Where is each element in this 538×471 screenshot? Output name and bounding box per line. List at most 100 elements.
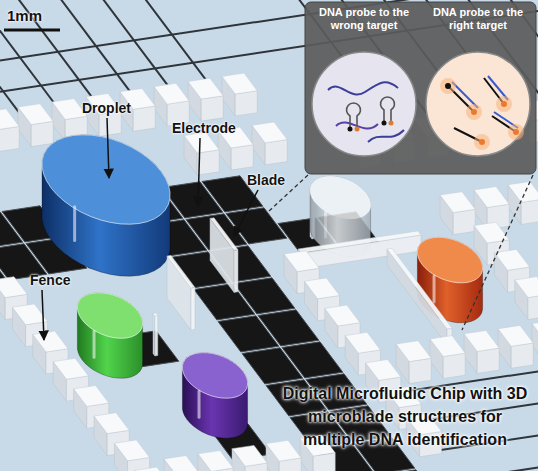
fence-block [508, 182, 538, 225]
fence-block [18, 104, 53, 147]
block-face [231, 145, 253, 170]
block-face [284, 251, 319, 272]
zoom-line [462, 175, 533, 330]
droplet-body [182, 353, 247, 439]
block-face [387, 249, 447, 345]
block-face [345, 332, 380, 353]
block-face [0, 126, 19, 151]
dna-strand [328, 82, 398, 94]
block-face [153, 314, 155, 356]
block-face [53, 358, 88, 379]
block-face [477, 348, 499, 373]
circle-outline [310, 50, 418, 158]
block-face [443, 353, 465, 378]
block-face [164, 456, 199, 471]
block-face [135, 467, 170, 471]
droplet [182, 353, 247, 439]
fence-block [114, 440, 149, 471]
circle-shape [426, 52, 530, 156]
block-face [235, 91, 257, 116]
block-face [304, 278, 339, 299]
leader-line [234, 190, 258, 236]
inset-panel [305, 2, 536, 174]
block-face [511, 343, 533, 368]
dna-strand [368, 130, 404, 142]
droplet-highlight [198, 391, 201, 417]
fence-block [430, 336, 465, 379]
block-face [133, 106, 155, 131]
leader-line [198, 138, 200, 206]
block-face [387, 248, 452, 329]
block-face [266, 440, 301, 461]
fence-block [515, 277, 538, 320]
block-face [167, 255, 195, 288]
fence-block [198, 451, 233, 471]
fluorescence-glow [466, 104, 482, 120]
fence-block [222, 73, 257, 116]
fence-block [135, 467, 170, 471]
wire [0, 0, 97, 104]
fluorophore-dot [355, 127, 360, 132]
droplet-top [310, 176, 370, 218]
droplet-highlight [93, 331, 96, 357]
figure-caption: Digital Microfluidic Chip with 3D microb… [278, 382, 532, 451]
electrode-pad [378, 470, 439, 471]
wire [0, 0, 59, 110]
block-face [515, 277, 538, 298]
microblade [167, 255, 195, 330]
block-face [325, 305, 360, 326]
block-face [409, 358, 431, 383]
probe-circle: DNA probe to the wrong target [310, 6, 418, 158]
fence-block [498, 325, 533, 368]
block-face [252, 122, 287, 143]
block-face [494, 249, 529, 270]
block-face [234, 250, 238, 293]
circle-outline [424, 50, 532, 158]
fence-block [0, 109, 19, 152]
block-face [396, 341, 431, 362]
microblade [210, 218, 238, 293]
block-face [188, 78, 223, 99]
electrode-pad [282, 342, 343, 378]
fence-block [266, 440, 301, 471]
fence-block [252, 122, 287, 165]
block-face [521, 199, 538, 224]
block-face [201, 96, 223, 121]
droplet [42, 135, 170, 276]
part-label: Blade [247, 172, 285, 188]
block-face [0, 277, 27, 298]
part-label: Droplet [82, 100, 131, 116]
quencher-dot [348, 127, 353, 132]
block-face [74, 386, 109, 407]
hairpin-probe [347, 103, 361, 128]
scale-label: 1mm [7, 7, 42, 24]
circle-heading: DNA probe to the right target [424, 6, 532, 32]
block-face [33, 331, 68, 352]
block-face [153, 313, 158, 316]
droplet [77, 293, 142, 379]
fluorophore-dot [501, 101, 507, 107]
fluorescence-glow [474, 134, 490, 150]
block-face [222, 73, 257, 94]
block-face [210, 218, 238, 251]
probe-circle: DNA probe to the right target [424, 6, 532, 158]
block-face [532, 320, 538, 341]
leader-line [42, 290, 44, 340]
block-face [94, 413, 129, 434]
block-face [366, 360, 401, 381]
fluorescence-glow [496, 96, 512, 112]
block-face [508, 182, 538, 203]
fence-block [440, 192, 475, 235]
fence-block [184, 132, 219, 175]
block-face [197, 150, 219, 175]
block-face [265, 140, 287, 165]
block-face [0, 109, 19, 130]
block-face [430, 336, 465, 357]
fluorescence-glow [508, 124, 524, 140]
block-face [155, 316, 158, 356]
droplet-highlight [433, 276, 436, 302]
fence-block [232, 445, 267, 471]
scale-bar [4, 29, 60, 32]
droplet-top [182, 353, 247, 399]
